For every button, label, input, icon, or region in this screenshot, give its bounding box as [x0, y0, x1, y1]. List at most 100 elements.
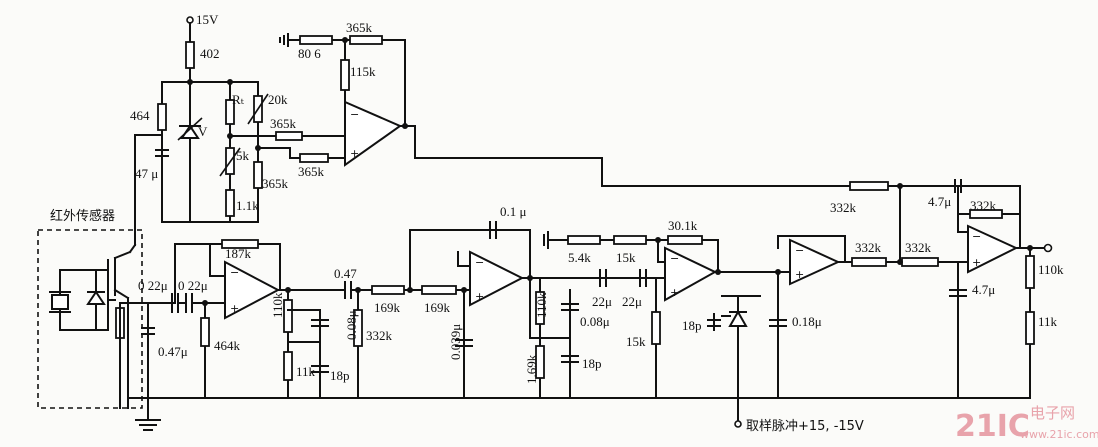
label-0-18u: 0.18μ [792, 314, 822, 329]
label-5k: 5k [236, 148, 250, 163]
svg-text:−: − [475, 256, 484, 269]
component-labels: 15V 402 464 V 47 μ Rₜ 20k 5k 1.1k 365k 3… [50, 12, 1064, 434]
diff-amp-inputs [229, 131, 346, 163]
label-sample-pulse: 取样脉冲+15, -15V [746, 419, 864, 434]
label-332k-b: 332k [855, 240, 882, 255]
opamp-3: − + [457, 229, 659, 339]
sensor-element [51, 294, 69, 310]
watermark-brand: 21IC [955, 409, 1030, 444]
label-80-6: 80 6 [298, 46, 321, 61]
label-0-47u: 0.47μ [158, 344, 188, 359]
label-0-08u-a: 0.08μ [344, 310, 359, 340]
label-11k-a: 11k [296, 364, 316, 379]
resistor-1-1k [225, 189, 235, 217]
label-v: V [198, 124, 208, 139]
watermark-logo: 21IC 电子网 www.21ic.com [955, 404, 1098, 444]
svg-text:+: + [972, 256, 981, 269]
resistor-464k [200, 317, 210, 347]
label-18p-b: 18p [582, 356, 602, 371]
label-4-7u-b: 4.7μ [972, 282, 995, 297]
svg-text:−: − [972, 230, 981, 243]
resistor-80-6 [299, 35, 333, 45]
output-terminal [1043, 243, 1053, 253]
label-15k-a: 15k [616, 250, 636, 265]
resistor-402 [185, 41, 195, 69]
label-110k-b: 110k [534, 292, 549, 318]
label-1-69k: 1.69k [524, 354, 539, 384]
svg-text:+: + [670, 286, 679, 299]
label-20k: 20k [268, 92, 288, 107]
zener-diode [177, 81, 203, 223]
label-47u: 47 μ [135, 166, 158, 181]
preamp-stage: − + [171, 239, 346, 399]
label-22u-a: 22μ [592, 294, 612, 309]
resistor-15k-a [613, 235, 647, 245]
label-365k-a: 365k [270, 116, 297, 131]
label-5-4k: 5.4k [568, 250, 591, 265]
sample-hold [707, 269, 791, 428]
resistor-115k [340, 59, 350, 91]
sample-pulse-terminal [734, 420, 742, 428]
resistor-11k-b [1025, 311, 1035, 345]
label-1-1k: 1.1k [236, 198, 259, 213]
label-402: 402 [200, 46, 220, 61]
resistor-169k-b [421, 285, 457, 295]
bridge-column [219, 81, 241, 223]
label-22u-b: 22μ [622, 294, 642, 309]
resistor-332k-e [969, 209, 1003, 219]
resistor-365k-a [275, 131, 303, 141]
label-0-47: 0.47 [334, 266, 357, 281]
sample-diode [728, 309, 748, 327]
opamp-2 [224, 260, 281, 320]
svg-text:+: + [475, 290, 484, 303]
opamp-4 [664, 246, 718, 302]
label-15k-b: 15k [626, 334, 646, 349]
opamp-5: − + [777, 185, 969, 286]
resistor-464 [157, 103, 167, 131]
resistor-169k-a [371, 285, 405, 295]
label-464k: 464k [214, 338, 241, 353]
label-0-08u-b: 0.08μ [580, 314, 610, 329]
feedback-network-1 [283, 287, 329, 399]
resistor-11k-a [283, 351, 293, 381]
label-110k-c: 110k [1038, 262, 1064, 277]
resistor-365k-b [299, 153, 329, 163]
ground-rail [127, 302, 1031, 431]
watermark-cn: 电子网 [1030, 404, 1075, 422]
label-0-039u: 0.039μ [448, 324, 463, 360]
svg-text:+: + [795, 268, 804, 281]
label-0-1u: 0.1 μ [500, 204, 527, 219]
svg-text:+: + [350, 147, 359, 160]
label-rt: Rₜ [232, 92, 245, 107]
signal-path-top [414, 125, 1021, 191]
resistor-332k-d [849, 181, 889, 191]
bridge-column-right [247, 81, 269, 223]
label-332k-a: 332k [366, 328, 393, 343]
resistor-332k-c [901, 257, 939, 267]
label-169k-a: 169k [374, 300, 401, 315]
label-365k-c: 365k [262, 176, 289, 191]
label-0-22u-b: 0 22μ [178, 278, 208, 293]
opamp-1: − + [279, 33, 416, 167]
label-187k: 187k [225, 246, 252, 261]
resistor-110k-c [1025, 255, 1035, 289]
supply-network [161, 16, 259, 85]
label-sensor: 红外传感器 [50, 208, 115, 224]
resistor-30-1k [667, 235, 703, 245]
resistor-365k-top [349, 35, 383, 45]
left-branch [134, 81, 259, 246]
label-365k-top: 365k [346, 20, 373, 35]
svg-text:+: + [230, 302, 239, 315]
watermark-url: www.21ic.com [1020, 428, 1098, 441]
gain-stage: − + [543, 231, 761, 399]
svg-text:−: − [350, 108, 359, 121]
label-4-7u-a: 4.7μ [928, 194, 951, 209]
sensor-diode [86, 290, 106, 305]
label-30-1k: 30.1k [668, 218, 698, 233]
resistor-332k-b [851, 257, 887, 267]
resistor-15k-b [651, 311, 661, 345]
label-464: 464 [130, 108, 150, 123]
output-stage: − + [949, 179, 1053, 399]
